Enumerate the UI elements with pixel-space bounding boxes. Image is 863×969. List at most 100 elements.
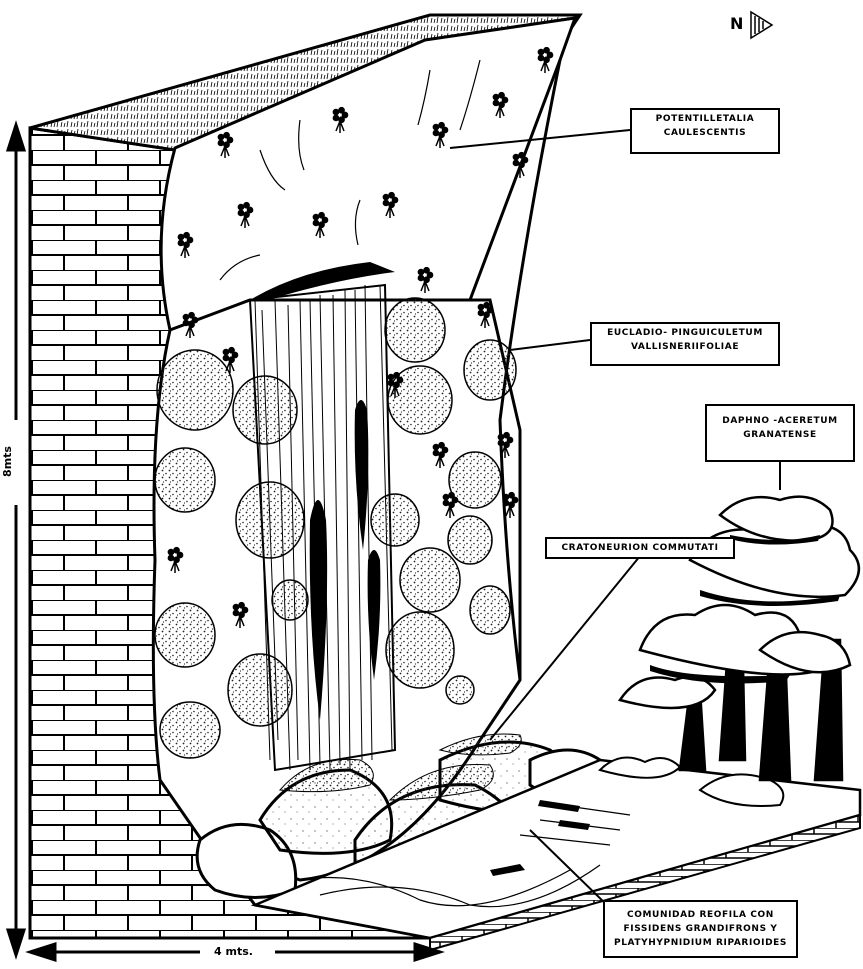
flower-petal bbox=[242, 607, 247, 612]
flower-petal bbox=[443, 494, 448, 499]
flower-petal bbox=[184, 233, 189, 238]
flower-petal bbox=[313, 220, 318, 225]
flower-petal bbox=[442, 447, 447, 452]
flower-petal bbox=[433, 444, 438, 449]
flower-petal bbox=[433, 450, 438, 455]
flower-petal bbox=[218, 140, 223, 145]
flower-petal bbox=[339, 108, 344, 113]
flower-petal bbox=[394, 373, 399, 378]
flower-petal bbox=[223, 349, 228, 354]
label-line: CRATONEURION COMMUTATI bbox=[551, 541, 729, 555]
label-line: PLATYHYPNIDIUM RIPARIOIDES bbox=[609, 936, 792, 950]
flower-petal bbox=[513, 154, 518, 159]
flower-petal bbox=[502, 97, 507, 102]
flower-petal bbox=[427, 272, 432, 277]
flower-petal bbox=[443, 500, 448, 505]
flower-petal bbox=[493, 100, 498, 105]
flower-petal bbox=[513, 160, 518, 165]
label-line: FISSIDENS GRANDIFRONS Y bbox=[609, 922, 792, 936]
flower-petal bbox=[192, 317, 197, 322]
flower-petal bbox=[244, 203, 249, 208]
flower-petal bbox=[522, 157, 527, 162]
flower-petal bbox=[383, 194, 388, 199]
flower-petal bbox=[233, 604, 238, 609]
label-line: CAULESCENTIS bbox=[636, 126, 774, 140]
flower-petal bbox=[484, 303, 489, 308]
flower-petal bbox=[418, 269, 423, 274]
flower-petal bbox=[319, 213, 324, 218]
flower-petal bbox=[512, 497, 517, 502]
label-line: POTENTILLETALIA bbox=[636, 112, 774, 126]
flower-petal bbox=[238, 204, 243, 209]
label-line: DAPHNO -ACERETUM bbox=[711, 414, 849, 428]
flower-petal bbox=[388, 374, 393, 379]
label-comunidad: COMUNIDAD REOFILA CON FISSIDENS GRANDIFR… bbox=[603, 900, 798, 958]
flower-petal bbox=[247, 207, 252, 212]
flower-petal bbox=[424, 268, 429, 273]
flower-petal bbox=[507, 437, 512, 442]
flower-petal bbox=[183, 314, 188, 319]
label-line: COMUNIDAD REOFILA CON bbox=[609, 908, 792, 922]
label-line: VALLISNERIIFOLIAE bbox=[596, 340, 774, 354]
flower-petal bbox=[478, 304, 483, 309]
flower-petal bbox=[218, 134, 223, 139]
flower-petal bbox=[224, 133, 229, 138]
flower-petal bbox=[178, 240, 183, 245]
flower-petal bbox=[342, 112, 347, 117]
flower-petal bbox=[452, 497, 457, 502]
flower-petal bbox=[388, 380, 393, 385]
flower-petal bbox=[397, 377, 402, 382]
flower-petal bbox=[178, 234, 183, 239]
flower-petal bbox=[544, 48, 549, 53]
flower-petal bbox=[433, 130, 438, 135]
flower-petal bbox=[189, 313, 194, 318]
flower-petal bbox=[504, 433, 509, 438]
flower-petal bbox=[232, 352, 237, 357]
flower-petal bbox=[233, 610, 238, 615]
flower-petal bbox=[439, 123, 444, 128]
flower-petal bbox=[487, 307, 492, 312]
flower-petal bbox=[538, 49, 543, 54]
flower-petal bbox=[442, 127, 447, 132]
flower-petal bbox=[174, 548, 179, 553]
width-dimension-label: 4 mts. bbox=[214, 945, 253, 958]
flower-petal bbox=[313, 214, 318, 219]
flower-petal bbox=[239, 603, 244, 608]
flower-petal bbox=[333, 115, 338, 120]
flower-petal bbox=[333, 109, 338, 114]
north-arrow-icon bbox=[751, 12, 772, 38]
flower-petal bbox=[322, 217, 327, 222]
flower-petal bbox=[449, 493, 454, 498]
flower-petal bbox=[439, 443, 444, 448]
flower-petal bbox=[227, 137, 232, 142]
flower-petal bbox=[168, 549, 173, 554]
label-cratoneurion: CRATONEURION COMMUTATI bbox=[545, 537, 735, 559]
flower-petal bbox=[177, 552, 182, 557]
upper-cliff bbox=[161, 18, 575, 330]
flower-petal bbox=[392, 197, 397, 202]
north-label: N bbox=[730, 14, 743, 33]
height-dimension-label: 8mts bbox=[1, 446, 14, 477]
flower-petal bbox=[503, 500, 508, 505]
flower-petal bbox=[499, 93, 504, 98]
flower-petal bbox=[503, 494, 508, 499]
flower-petal bbox=[238, 210, 243, 215]
flower-petal bbox=[168, 555, 173, 560]
label-eucladio: EUCLADIO- PINGUICULETUM VALLISNERIIFOLIA… bbox=[590, 322, 780, 366]
flower-petal bbox=[183, 320, 188, 325]
flower-petal bbox=[498, 434, 503, 439]
flower-petal bbox=[493, 94, 498, 99]
flower-petal bbox=[538, 55, 543, 60]
flower-petal bbox=[187, 237, 192, 242]
label-potentilletalia: POTENTILLETALIA CAULESCENTIS bbox=[630, 108, 780, 154]
flower-petal bbox=[519, 153, 524, 158]
flower-petal bbox=[478, 310, 483, 315]
label-line: EUCLADIO- PINGUICULETUM bbox=[596, 326, 774, 340]
flower-petal bbox=[389, 193, 394, 198]
flower-petal bbox=[383, 200, 388, 205]
flower-petal bbox=[498, 440, 503, 445]
flower-petal bbox=[418, 275, 423, 280]
flower-petal bbox=[229, 348, 234, 353]
label-daphno: DAPHNO -ACERETUM GRANATENSE bbox=[705, 404, 855, 462]
